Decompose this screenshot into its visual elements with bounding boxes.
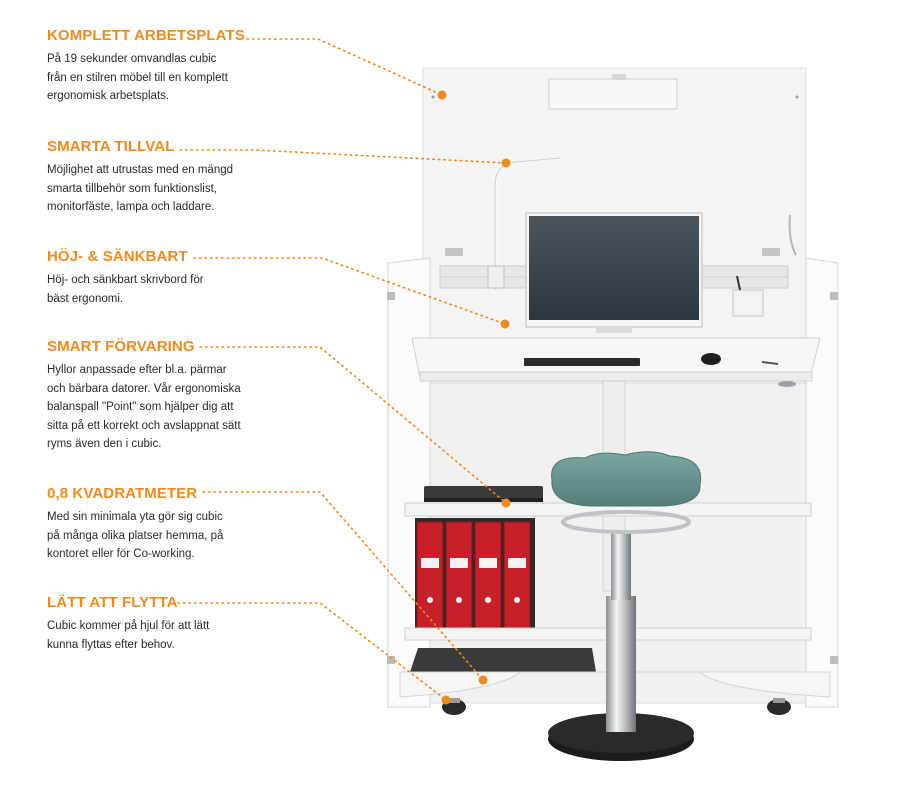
stool-post (611, 530, 631, 600)
feature-description: Möjlighet att utrustas med en mängd smar… (47, 161, 297, 217)
feature-description: Cubic kommer på hjul för att lätt kunna … (47, 617, 297, 654)
binder-label (479, 558, 497, 568)
feature-line: balanspall "Point" som hjälper dig att (47, 401, 234, 413)
binder-ring-hole (485, 597, 491, 603)
leader-lines (177, 38, 507, 701)
feature-line: Cubic kommer på hjul för att lätt (47, 620, 210, 632)
mouse (701, 353, 721, 365)
pen (736, 275, 741, 291)
feature-smart-forvaring: SMART FÖRVARING Hyllor anpassade efter b… (47, 338, 297, 454)
feature-line: smarta tillbehör som funktionslist, (47, 182, 218, 195)
stool-foot-ring (561, 510, 691, 534)
leader-dots (437, 90, 511, 705)
feature-line: Möjlighet att utrustas med en mängd (47, 164, 234, 176)
desk-edge (419, 371, 813, 382)
monitor-stand (596, 327, 632, 333)
leader-dot (441, 695, 451, 705)
feature-line: ergonomisk arbetsplats. (47, 90, 170, 102)
feature-heading: 0,8 KVADRATMETER (47, 485, 198, 502)
feature-line: Med sin minimala yta gör sig cubic (47, 511, 223, 523)
feature-description: Höj- och sänkbart skrivbord för bäst erg… (47, 271, 297, 308)
feature-heading: SMARTA TILLVAL (47, 138, 175, 155)
leader-dot (501, 158, 511, 168)
binder-ring-hole (456, 597, 462, 603)
lamp-arm-outline (494, 157, 561, 290)
hinge (830, 292, 838, 300)
leader-dot (437, 90, 447, 100)
lamp-base (487, 265, 505, 289)
feature-line: monitorfäste, lampa och laddare. (47, 201, 215, 213)
binder-ring-hole (514, 597, 520, 603)
feature-line: och bärbara datorer. Vår ergonomiska (47, 382, 241, 395)
feature-komplett-arbetsplats: KOMPLETT ARBETSPLATS På 19 sekunder omva… (47, 27, 297, 106)
power-strip (548, 78, 678, 110)
feature-heading: HÖJ- & SÄNKBART (47, 248, 188, 265)
binder (416, 521, 444, 629)
screw (431, 95, 435, 99)
leader-line (202, 491, 484, 681)
desk-control-knob (778, 381, 796, 387)
feature-heading: LÄTT ATT FLYTTA (47, 594, 178, 611)
leader-line (199, 346, 507, 504)
feature-line: sitta på ett korrekt och avslappnat sätt (47, 419, 241, 432)
feature-line: ryms även den i cubic. (47, 438, 162, 450)
hinge (387, 656, 395, 664)
binder (474, 521, 502, 629)
feature-line: bäst ergonomi. (47, 292, 124, 305)
stool-column (606, 596, 636, 732)
bracket (762, 248, 780, 256)
laptop-base (424, 498, 543, 502)
keyboard (524, 358, 640, 366)
pen-holder (732, 289, 764, 317)
bracket (445, 248, 463, 256)
feature-line: kunna flyttas efter behov. (47, 638, 175, 651)
stool-seat (551, 451, 702, 507)
feature-description: Hyllor anpassade efter bl.a. pärmar och … (47, 361, 297, 454)
feature-latt-att-flytta: LÄTT ATT FLYTTA Cubic kommer på hjul för… (47, 594, 297, 654)
binder-label (508, 558, 526, 568)
binder (503, 521, 531, 629)
cabinet-base (399, 671, 831, 698)
feature-line: På 19 sekunder omvandlas cubic (47, 53, 217, 65)
stool-base-top (548, 713, 694, 753)
screw (795, 95, 799, 99)
feature-description: På 19 sekunder omvandlas cubic från en s… (47, 50, 297, 106)
wheel-mount (448, 698, 460, 703)
feature-line: på många olika platser hemma, på (47, 529, 224, 542)
leader-dot (500, 319, 510, 329)
feature-line: Hyllor anpassade efter bl.a. pärmar (47, 364, 227, 376)
right-door (805, 257, 839, 708)
feature-description: Med sin minimala yta gör sig cubic på må… (47, 508, 297, 564)
binder-ring-hole (427, 597, 433, 603)
laptop (424, 486, 543, 500)
leader-line (193, 257, 506, 325)
feature-heading: KOMPLETT ARBETSPLATS (47, 27, 245, 44)
leader-dot (478, 675, 488, 685)
desk-pen (761, 361, 779, 365)
binder-label (450, 558, 468, 568)
feature-heading: SMART FÖRVARING (47, 338, 195, 355)
feature-hoj-sankbart: HÖJ- & SÄNKBART Höj- och sänkbart skrivb… (47, 248, 297, 308)
leader-line (179, 149, 507, 164)
feature-smarta-tillval: SMARTA TILLVAL Möjlighet att utrustas me… (47, 138, 297, 217)
floor-mat (410, 648, 596, 672)
feature-kvadratmeter: 0,8 KVADRATMETER Med sin minimala yta gö… (47, 485, 297, 564)
leader-line (246, 38, 443, 96)
feature-line: Höj- och sänkbart skrivbord för (47, 274, 204, 286)
feature-line: från en stilren möbel till en komplett (47, 71, 228, 84)
feature-line: kontoret eller för Co-working. (47, 548, 195, 560)
leader-line (177, 602, 447, 701)
leader-dot (501, 498, 511, 508)
binder (445, 521, 473, 629)
wheel-mount (773, 698, 785, 703)
monitor-screen (529, 216, 699, 320)
hinge (387, 292, 395, 300)
power-strip-plug (612, 74, 626, 80)
binder-label (421, 558, 439, 568)
hinge (830, 656, 838, 664)
charger-cable (788, 214, 797, 256)
